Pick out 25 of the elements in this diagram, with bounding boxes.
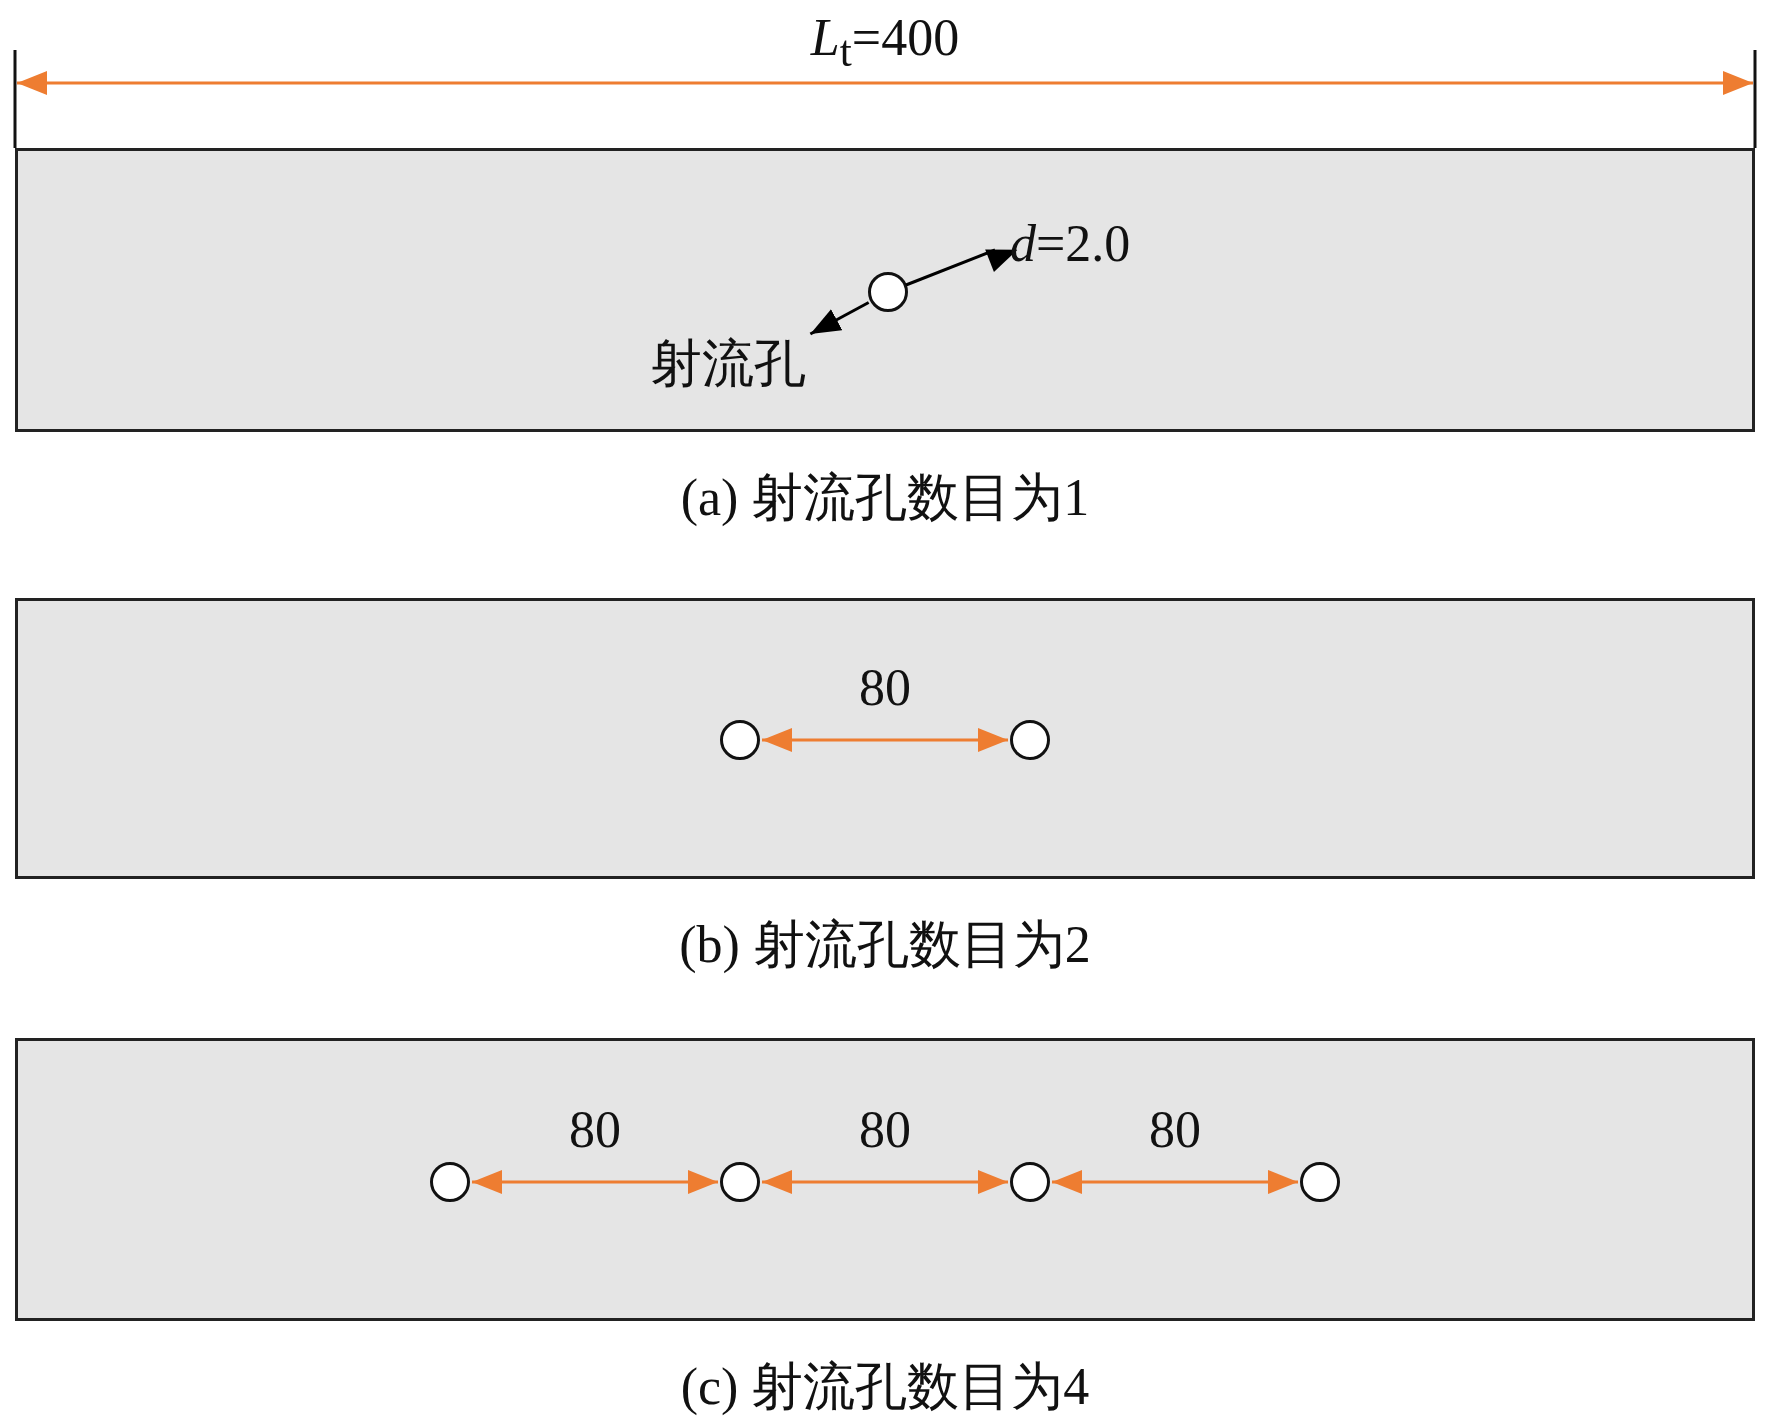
plate-drawing bbox=[15, 1038, 1755, 1321]
dimension-label: d=2.0 bbox=[1010, 218, 1131, 270]
dimension-arrow bbox=[762, 728, 1008, 752]
edge-label: 80 bbox=[859, 1104, 911, 1156]
part-label: 射流孔 bbox=[650, 338, 845, 398]
edge-label: 80 bbox=[569, 1104, 621, 1156]
hole-circle bbox=[1300, 1162, 1340, 1202]
dimension-arrow bbox=[1052, 1170, 1298, 1194]
hole-circle bbox=[1010, 1162, 1050, 1202]
dimension-arrow bbox=[472, 1170, 718, 1194]
edge-label: 80 bbox=[859, 662, 911, 714]
hole-circle bbox=[1010, 720, 1050, 760]
hole-circle bbox=[720, 720, 760, 760]
plate-drawing bbox=[15, 148, 1755, 432]
dimension-arrow bbox=[762, 1170, 1008, 1194]
leader-line bbox=[809, 301, 870, 336]
dimension-label: L$_{t}$=400 bbox=[810, 12, 960, 74]
hole-circle bbox=[868, 272, 908, 312]
plate-drawing bbox=[15, 598, 1755, 879]
figure-caption: (a) 射流孔数目为1 bbox=[679, 472, 1091, 524]
figure-caption: (c) 射流孔数目为4 bbox=[679, 1361, 1091, 1413]
hole-circle bbox=[720, 1162, 760, 1202]
figure-caption: (b) 射流孔数目为2 bbox=[678, 919, 1092, 971]
edge-label: 80 bbox=[1149, 1104, 1201, 1156]
hole-circle bbox=[430, 1162, 470, 1202]
